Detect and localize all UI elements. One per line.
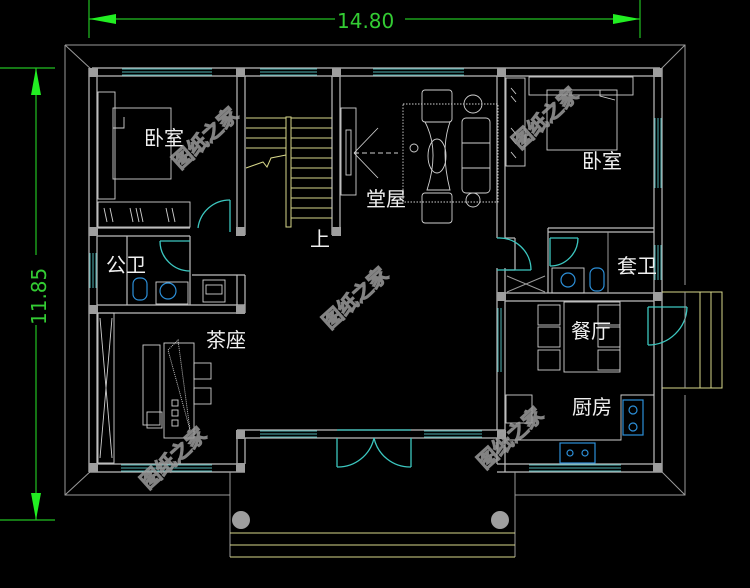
dining-furniture	[537, 301, 621, 373]
window-left-bath	[89, 253, 97, 288]
window-right-bedroom	[654, 118, 662, 188]
room-label-bedroom-left: 卧室	[144, 126, 184, 150]
window-top-1	[122, 68, 212, 76]
columns	[89, 68, 662, 472]
exterior-walls	[88, 67, 663, 473]
watermark: 图纸之家	[135, 422, 211, 494]
living-furniture	[340, 89, 499, 224]
public-bath-fixtures	[132, 277, 189, 305]
door-right-bedroom	[496, 237, 532, 271]
room-label-bedroom-right: 卧室	[582, 149, 622, 173]
stair-up-label: 上	[310, 227, 330, 251]
eaves-outline	[64, 44, 686, 496]
width-dimension-label: 14.80	[337, 9, 394, 33]
dimension-width: 14.80	[88, 0, 641, 38]
dimension-height: 11.85	[0, 67, 55, 521]
door-front-double	[336, 429, 412, 468]
side-porch-steps	[662, 291, 723, 389]
window-bottom-left	[121, 464, 212, 472]
front-porch	[229, 472, 516, 558]
windows	[89, 68, 662, 472]
window-kitchen	[529, 464, 621, 472]
height-dimension-label: 11.85	[27, 268, 51, 325]
tea-room-furniture	[97, 312, 212, 464]
door-public-bath	[159, 240, 191, 272]
arrow-left-icon	[89, 14, 116, 24]
door-side-entry	[647, 306, 688, 346]
kitchen-furniture	[505, 394, 654, 464]
door-suite-bath	[549, 237, 579, 267]
window-top-2	[260, 68, 317, 76]
room-label-dining: 餐厅	[571, 319, 611, 343]
kitchenette-appliance	[202, 279, 226, 303]
window-dining-side	[497, 308, 502, 372]
window-suite-bath	[654, 245, 662, 280]
staircase: 上	[245, 116, 332, 251]
room-label-suite-bath: 套卫	[617, 254, 657, 278]
arrow-down-icon	[31, 493, 41, 520]
room-label-kitchen: 厨房	[572, 395, 612, 419]
room-label-tea-room: 茶座	[206, 328, 246, 352]
left-bedroom-furniture	[97, 91, 191, 228]
watermark: 图纸之家	[317, 262, 393, 334]
watermark: 图纸之家	[507, 82, 583, 154]
room-label-living-hall: 堂屋	[366, 187, 406, 211]
arrow-up-icon	[31, 68, 41, 95]
window-front-2	[424, 430, 482, 438]
doors	[159, 199, 688, 468]
room-label-public-bath: 公卫	[106, 253, 146, 277]
door-left-bedroom	[197, 199, 231, 232]
arrow-right-icon	[613, 14, 640, 24]
right-bedroom-furniture	[505, 76, 634, 167]
room-labels: 卧室 卧室 堂屋 公卫 套卫 茶座 餐厅 厨房	[106, 126, 657, 419]
window-front-1	[260, 430, 317, 438]
window-top-3	[373, 68, 464, 76]
suite-bath-fixtures	[551, 232, 609, 294]
